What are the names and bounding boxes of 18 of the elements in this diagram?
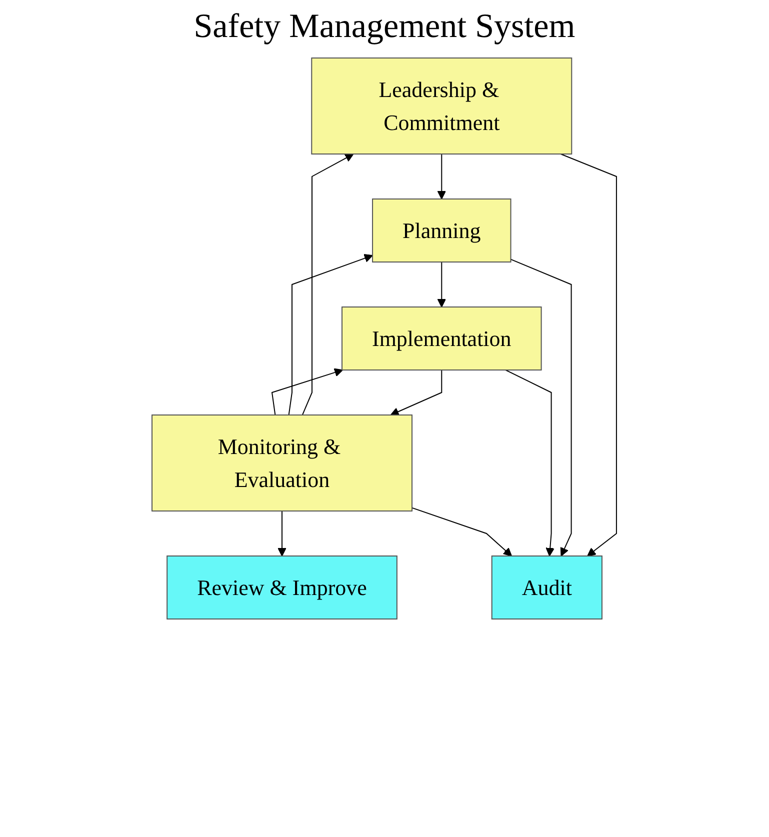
arrow	[278, 510, 287, 556]
arrow	[560, 154, 618, 556]
arrow	[288, 254, 374, 416]
node-box: Audit	[492, 555, 603, 620]
arrow	[272, 368, 344, 416]
arrow	[438, 262, 446, 308]
node-box: Implementation	[342, 306, 542, 370]
arrow	[510, 258, 572, 556]
arrow	[390, 370, 442, 416]
node-box: Leadership & Commitment	[311, 58, 572, 154]
arrow	[438, 154, 446, 200]
node-box: Monitoring & Evaluation	[152, 414, 413, 512]
arrow	[302, 154, 354, 416]
node-box: Planning	[372, 198, 512, 262]
diagram-title: Safety Management System	[192, 8, 576, 46]
arrow	[505, 370, 555, 556]
node-box: Review & Improve	[166, 555, 398, 620]
arrow	[412, 507, 512, 556]
